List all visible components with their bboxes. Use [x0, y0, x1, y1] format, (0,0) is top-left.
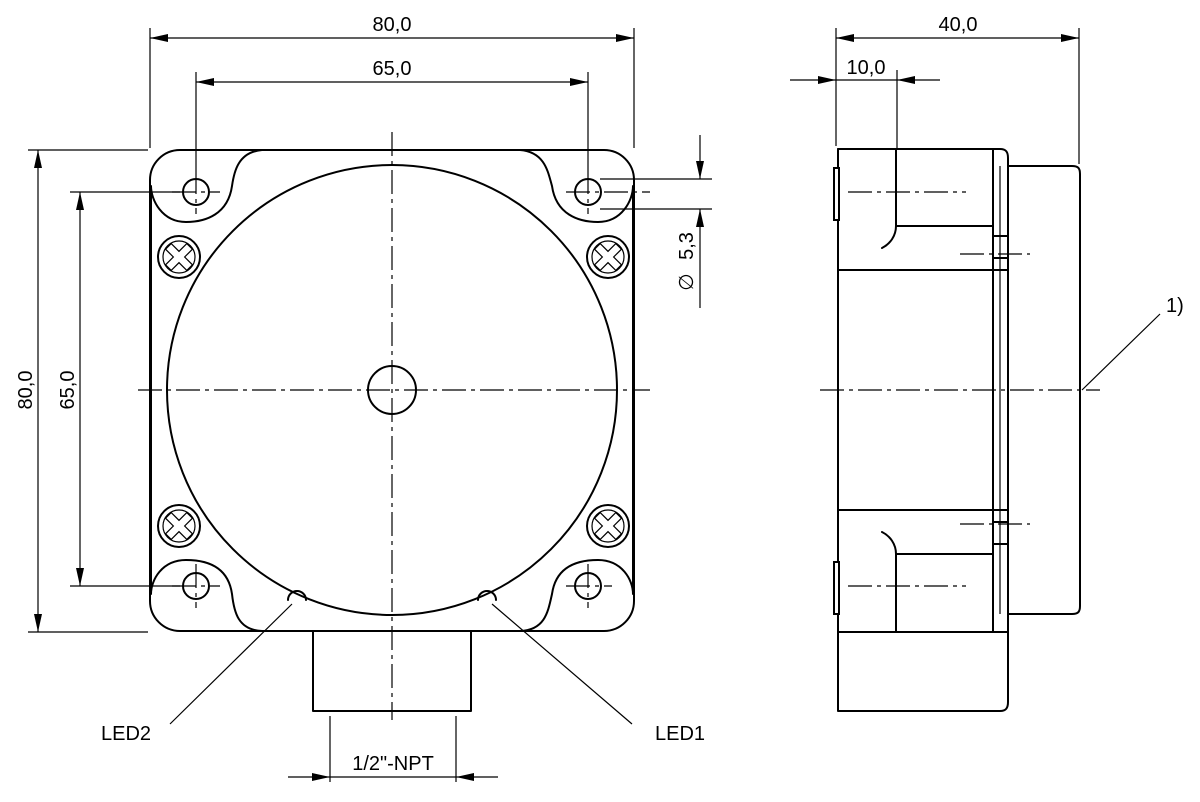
depth-dimension: 40,0 [939, 14, 978, 36]
side-dimensions: 40,0 10,0 1) [790, 14, 1184, 391]
side-housing-outline [837, 148, 1009, 712]
flange-dimension: 10,0 [847, 57, 886, 79]
front-view [138, 132, 650, 720]
width-dimension: 80,0 [373, 14, 412, 36]
callout-label: 1) [1166, 295, 1184, 317]
led1-indicator [477, 590, 497, 601]
led2-indicator [287, 590, 307, 601]
height-dimension: 80,0 [15, 371, 37, 410]
screw-icon-bl [156, 503, 202, 549]
side-view [820, 148, 1100, 712]
led1-label: LED1 [655, 723, 705, 745]
screw-icon-tl [156, 234, 202, 280]
connector-thread-label: 1/2"-NPT [352, 753, 434, 775]
led2-label: LED2 [101, 723, 151, 745]
hole-diameter-symbol: ∅ [676, 273, 698, 290]
front-dimensions: 80,0 65,0 80,0 65,0 ∅ 5,3 [15, 14, 712, 782]
hole-diameter-dimension: 5,3 [676, 232, 698, 260]
hole-spacing-x-dimension: 65,0 [373, 58, 412, 80]
sensing-plate-outline [150, 149, 634, 632]
hole-spacing-y-dimension: 65,0 [57, 371, 79, 410]
screw-icon-tr [585, 234, 631, 280]
screw-icon-br [585, 503, 631, 549]
